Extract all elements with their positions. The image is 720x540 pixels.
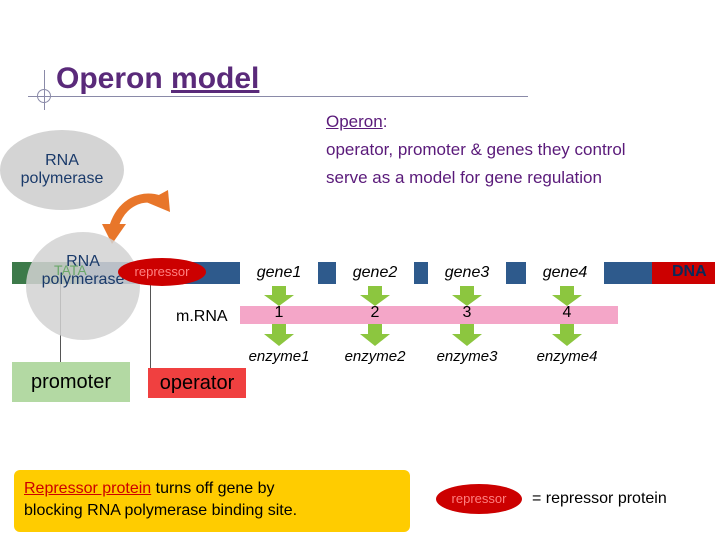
promoter-label: promoter [12, 362, 130, 402]
definition-colon: : [382, 112, 388, 131]
dna-end-region [652, 262, 715, 284]
title-underlined-text: model [171, 62, 260, 95]
down-arrow-icon [360, 324, 390, 346]
dna-label: DNA [672, 263, 707, 280]
rna-polymerase-bound-line1: RNA [66, 253, 100, 270]
repressor-note: Repressor protein turns off gene by bloc… [14, 470, 410, 532]
rna-polymerase-bound-line2: polymerase [41, 271, 125, 288]
mrna-number: 1 [274, 304, 284, 321]
gene-box: gene1 [240, 260, 318, 286]
gene-box: gene4 [526, 260, 604, 286]
operator-connector [150, 284, 151, 370]
curved-arrow-icon [102, 190, 170, 244]
tata-label: TATA [54, 262, 87, 278]
enzyme-label: enzyme4 [536, 348, 598, 365]
enzyme-label: enzyme2 [344, 348, 406, 365]
down-arrow-icon [452, 286, 482, 306]
enzyme-label: enzyme1 [248, 348, 310, 365]
down-arrow-icon [360, 286, 390, 306]
down-arrow-icon [264, 324, 294, 346]
gene-box: gene3 [428, 260, 506, 286]
mrna-label: m.RNA [176, 308, 228, 325]
definition-term: Operon [326, 112, 383, 131]
mrna-number: 3 [462, 304, 472, 321]
down-arrow-icon [552, 324, 582, 346]
repressor-protein: repressor [118, 258, 206, 286]
operon-definition: Operon: operator, promoter & genes they … [326, 108, 626, 192]
down-arrow-icon [452, 324, 482, 346]
down-arrow-icon [552, 286, 582, 306]
title-rule [28, 96, 528, 97]
crosshair-icon [37, 89, 51, 103]
legend-repressor-symbol: repressor [436, 484, 522, 514]
note-line1: turns off gene by [151, 480, 275, 497]
title-text: Operon [56, 62, 172, 95]
operator-label: operator [148, 368, 246, 398]
enzyme-label: enzyme3 [436, 348, 498, 365]
legend-text: = repressor protein [532, 490, 667, 507]
mrna-number: 4 [562, 304, 572, 321]
rna-polymerase-free-line2: polymerase [20, 170, 104, 187]
slide-title: Operon model [56, 62, 259, 96]
mrna-number: 2 [370, 304, 380, 321]
note-line2: blocking RNA polymerase binding site. [24, 502, 298, 519]
definition-line2: serve as a model for gene regulation [326, 168, 602, 187]
repressor-protein-link: Repressor protein [24, 480, 152, 497]
definition-line1: operator, promoter & genes they control [326, 140, 626, 159]
down-arrow-icon [264, 286, 294, 306]
rna-polymerase-free-line1: RNA [45, 152, 79, 169]
gene-box: gene2 [336, 260, 414, 286]
mrna-strand [240, 306, 618, 324]
